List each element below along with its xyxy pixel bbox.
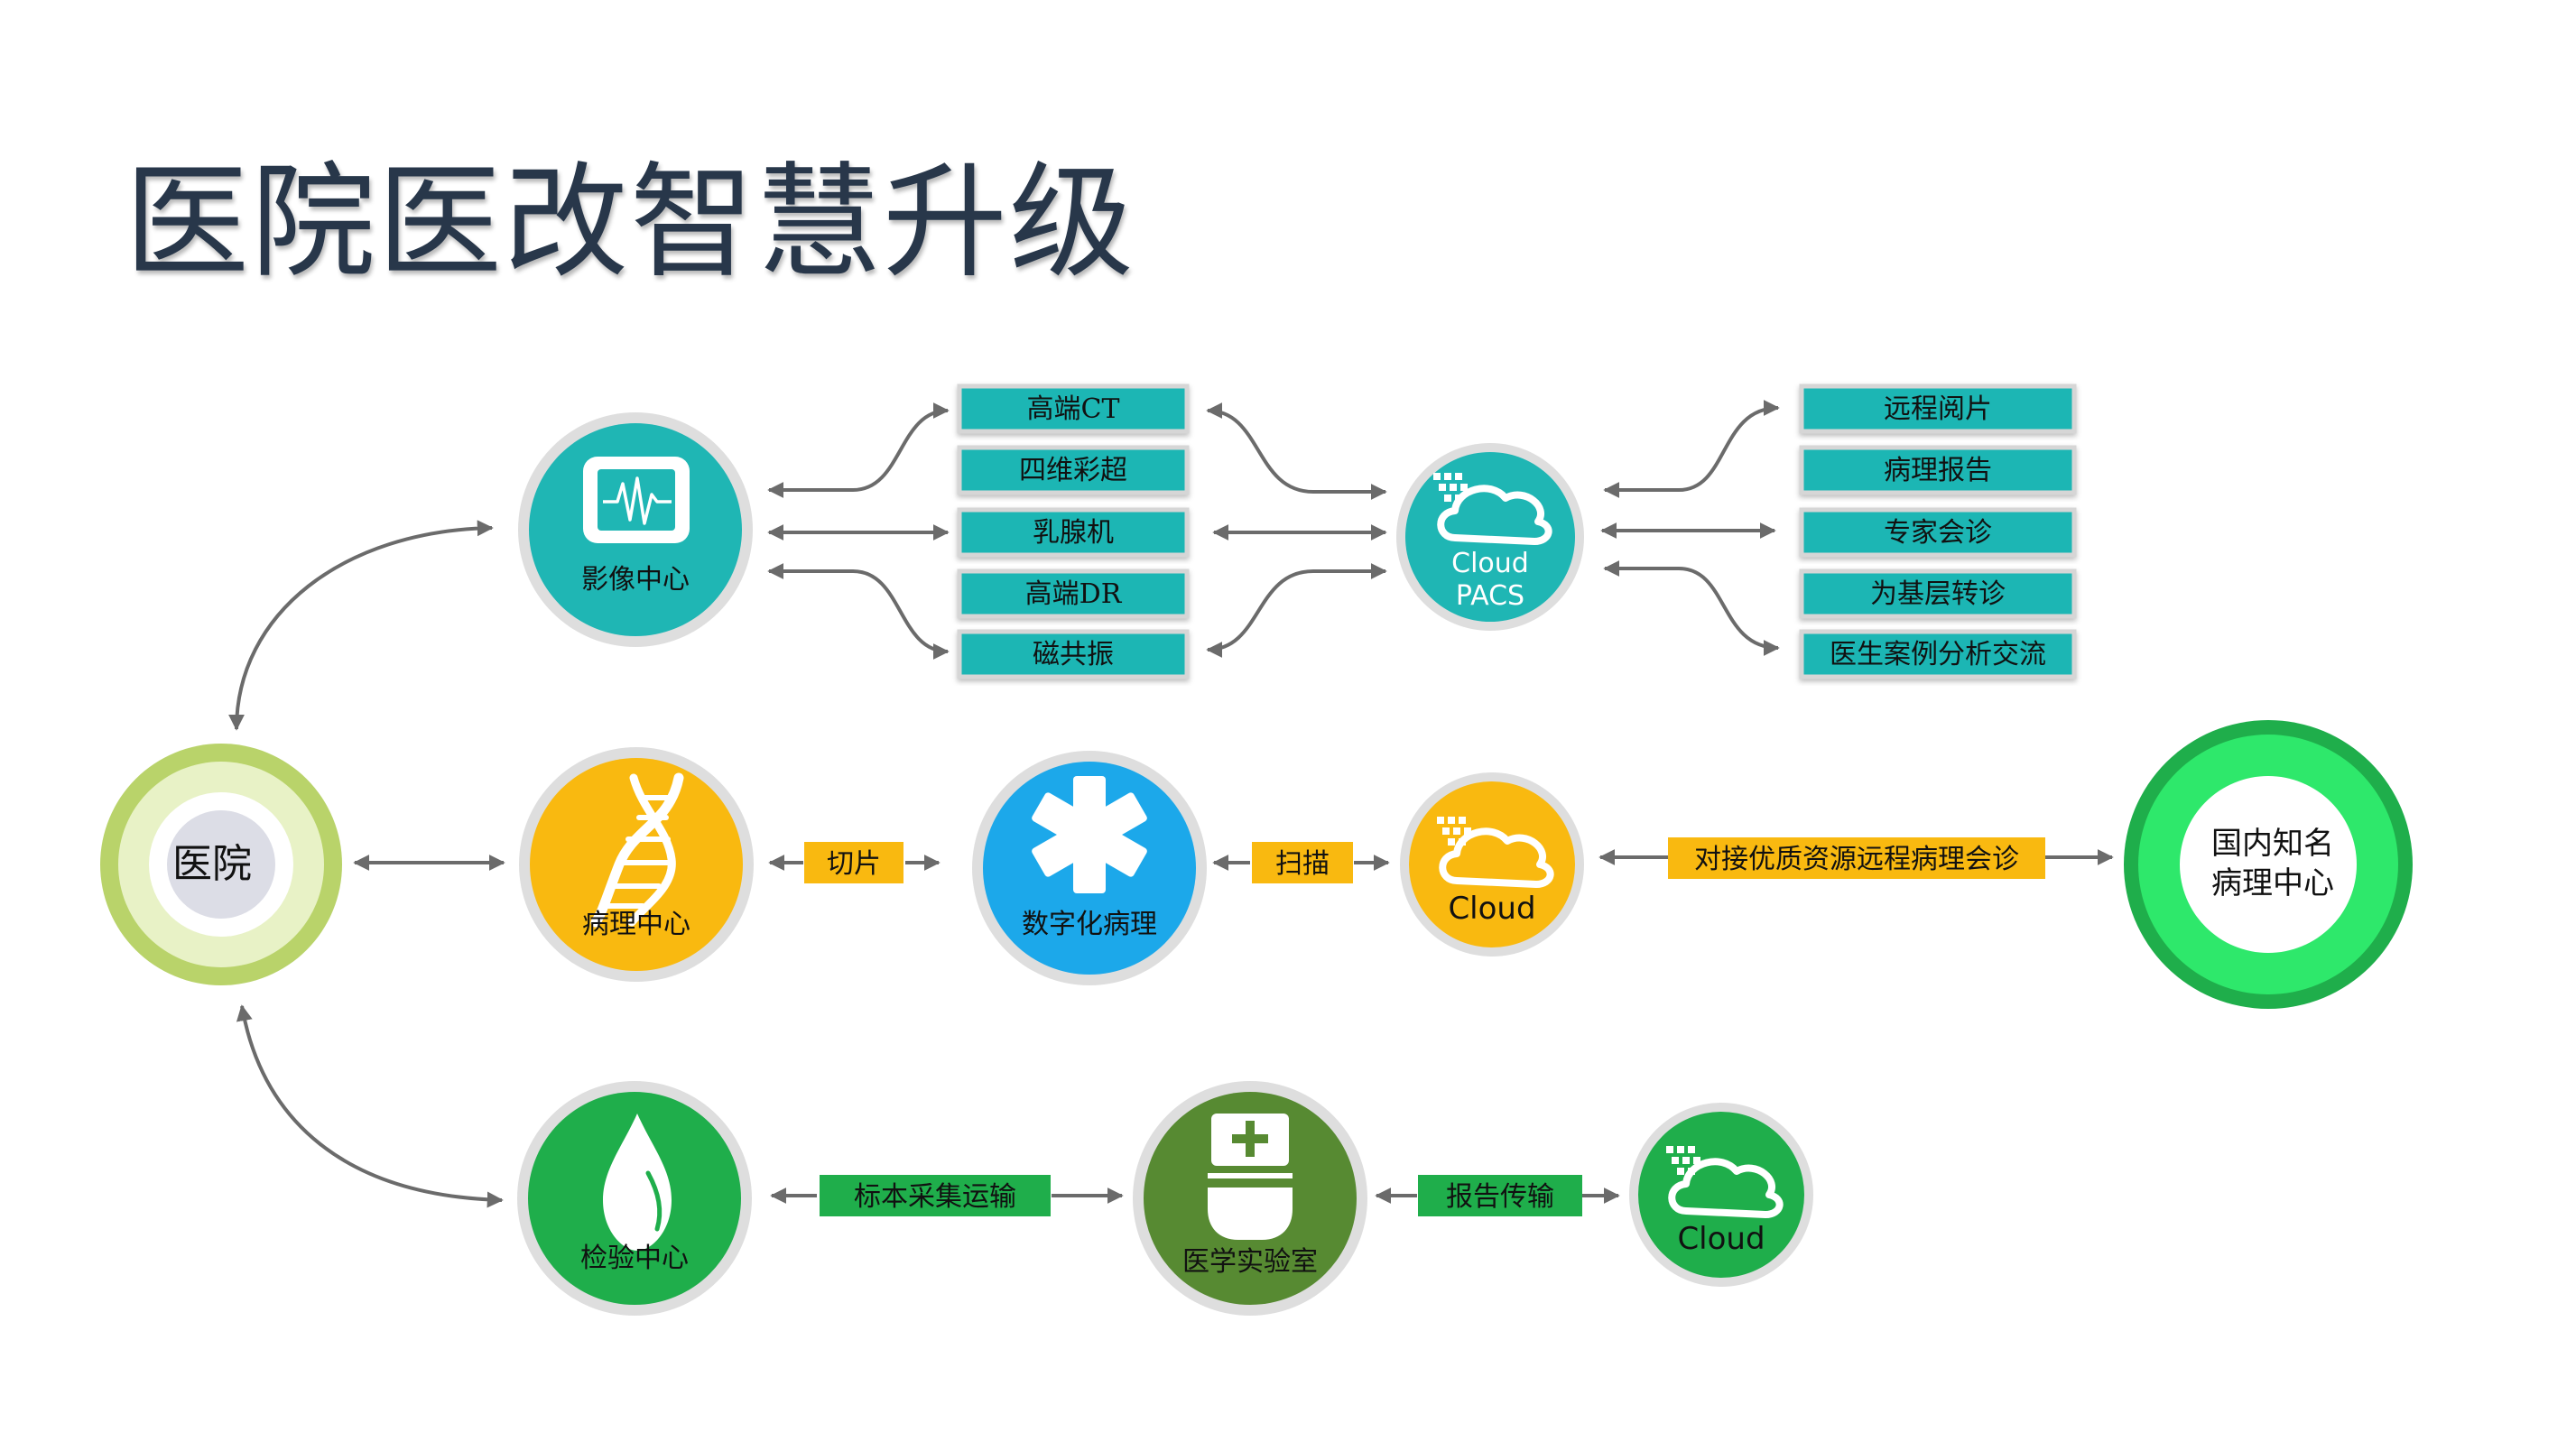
resource-step-label: 对接优质资源远程病理会诊: [1694, 844, 2019, 875]
devices-column: 高端CT 四维彩超 乳腺机 高端DR 磁共振: [957, 384, 1190, 679]
service-label: 远程阅片: [1884, 393, 1992, 425]
hospital-lab-arrow: [236, 1004, 504, 1208]
lab-cloud-label: Cloud: [1677, 1221, 1765, 1257]
device-label: 乳腺机: [1033, 517, 1114, 549]
pathology-center-node[interactable]: 病理中心: [519, 747, 754, 982]
expert-center-line1: 国内知名: [2211, 826, 2334, 862]
lab-center-label: 检验中心: [580, 1243, 689, 1274]
connectors: [228, 400, 2114, 1208]
slice-step-label: 切片: [827, 848, 881, 880]
service-label: 医生案例分析交流: [1830, 639, 2046, 670]
pathology-cloud-label: Cloud: [1448, 891, 1535, 927]
device-box[interactable]: 磁共振: [957, 629, 1190, 679]
imaging-ct-arrow: [767, 402, 950, 498]
service-label: 专家会诊: [1884, 517, 1992, 549]
device-label: 四维彩超: [1019, 455, 1127, 486]
service-box[interactable]: 医生案例分析交流: [1799, 629, 2077, 679]
services-column: 远程阅片 病理报告 专家会诊 为基层转诊 医生案例分析交流: [1799, 384, 2077, 679]
imaging-center-label: 影像中心: [581, 564, 690, 596]
drop-icon: [603, 1114, 672, 1251]
device-box[interactable]: 四维彩超: [957, 445, 1190, 495]
monitor-icon: [583, 457, 690, 543]
device-label: 高端DR: [1025, 578, 1123, 610]
cloud-pacs-line2: PACS: [1456, 580, 1524, 612]
pathology-cloud-node[interactable]: Cloud: [1400, 772, 1584, 957]
cloud-icon: [1437, 817, 1554, 888]
mri-pacs-arrow: [1206, 563, 1387, 658]
asterisk-icon: [1032, 776, 1147, 893]
expert-pathology-center-node[interactable]: 国内知名 病理中心: [2124, 720, 2413, 1009]
lab-container-icon: [1208, 1114, 1293, 1240]
pacs-remote-read-arrow: [1603, 400, 1780, 498]
dna-icon: [590, 772, 684, 928]
digital-pathology-label: 数字化病理: [1022, 909, 1157, 940]
collect-step-label: 标本采集运输: [854, 1181, 1016, 1213]
hospital-imaging-arrow: [228, 520, 494, 731]
cloud-pacs-node[interactable]: Cloud PACS: [1396, 443, 1584, 631]
cloud-pacs-line1: Cloud: [1451, 548, 1529, 579]
scan-step-label: 扫描: [1275, 848, 1330, 880]
imaging-center-node[interactable]: 影像中心: [518, 412, 753, 647]
cloud-icon: [1433, 473, 1552, 545]
medical-lab-node[interactable]: 医学实验室: [1133, 1081, 1367, 1316]
page-title: 医院医改智慧升级: [125, 150, 1136, 295]
service-box[interactable]: 远程阅片: [1799, 384, 2077, 434]
device-box[interactable]: 乳腺机: [957, 507, 1190, 558]
expert-center-line2: 病理中心: [2211, 865, 2334, 901]
imaging-mri-arrow: [767, 563, 950, 660]
collect-step-box[interactable]: 标本采集运输: [820, 1175, 1051, 1216]
digital-pathology-node[interactable]: 数字化病理: [972, 751, 1207, 985]
slice-step-box[interactable]: 切片: [804, 842, 903, 883]
cloud-icon: [1666, 1146, 1784, 1218]
device-label: 高端CT: [1027, 393, 1120, 425]
service-label: 为基层转诊: [1870, 578, 2006, 610]
service-label: 病理报告: [1884, 455, 1992, 486]
pathology-center-label: 病理中心: [582, 909, 690, 940]
service-box[interactable]: 专家会诊: [1799, 507, 2077, 558]
device-label: 磁共振: [1033, 639, 1114, 670]
lab-cloud-node[interactable]: Cloud: [1629, 1103, 1813, 1287]
hospital-label: 医院: [172, 841, 252, 887]
ct-pacs-arrow: [1206, 402, 1387, 500]
resource-step-box[interactable]: 对接优质资源远程病理会诊: [1668, 837, 2045, 879]
report-step-label: 报告传输: [1446, 1181, 1554, 1213]
device-box[interactable]: 高端CT: [957, 384, 1190, 434]
report-step-box[interactable]: 报告传输: [1418, 1175, 1582, 1216]
lab-center-node[interactable]: 检验中心: [517, 1081, 752, 1316]
service-box[interactable]: 为基层转诊: [1799, 568, 2077, 619]
service-box[interactable]: 病理报告: [1799, 445, 2077, 495]
pacs-case-arrow: [1603, 560, 1780, 656]
scan-step-box[interactable]: 扫描: [1252, 842, 1353, 883]
hospital-node[interactable]: 医院: [100, 744, 342, 985]
device-box[interactable]: 高端DR: [957, 568, 1190, 619]
medical-lab-label: 医学实验室: [1182, 1246, 1318, 1278]
